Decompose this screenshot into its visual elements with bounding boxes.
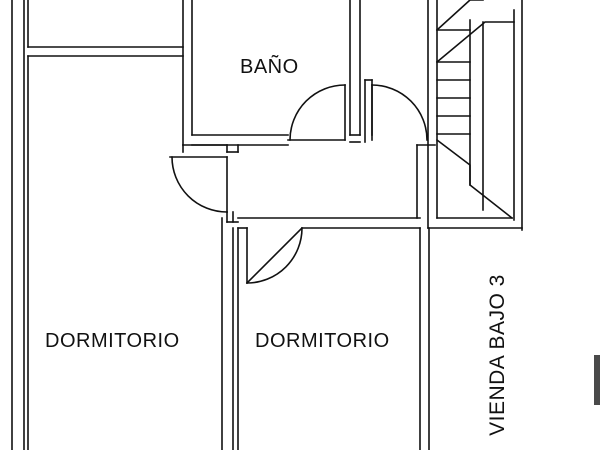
- staircase: [416, 0, 523, 231]
- room-label-dormitorio-right: DORMITORIO: [255, 330, 390, 352]
- outer-left-wall: [11, 0, 184, 450]
- bathroom-walls: [182, 0, 373, 146]
- door-bedroom: [245, 226, 304, 285]
- door-hall-left: [169, 156, 228, 213]
- room-label-dormitorio-left: DORMITORIO: [45, 330, 180, 352]
- room-label-vivienda: VIENDA BAJO 3: [486, 274, 509, 436]
- right-edge-mark: [594, 355, 600, 405]
- room-label-bano: BAÑO: [240, 56, 299, 78]
- door-right: [371, 84, 428, 141]
- hall-walls: [182, 144, 421, 229]
- door-bathroom: [287, 84, 346, 141]
- bedroom-partition: [221, 217, 430, 450]
